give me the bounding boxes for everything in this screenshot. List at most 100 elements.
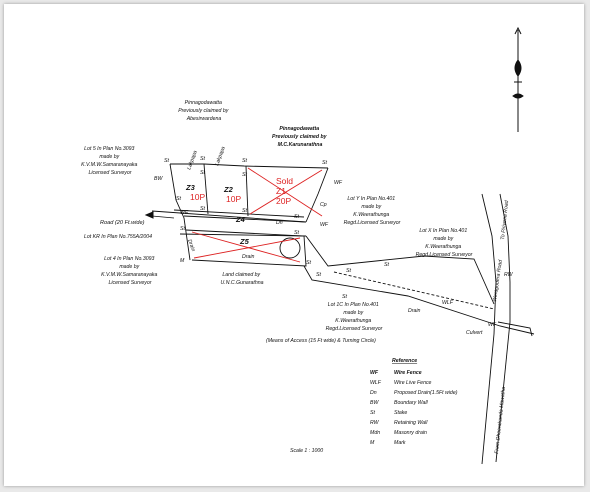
drain-label: Drain [408, 308, 421, 314]
st-mark: St [316, 272, 321, 278]
reference-code: RW [370, 420, 380, 426]
from-dheerakanda-road [481, 333, 495, 465]
wf-mark: WF [180, 210, 189, 216]
reference-code: Dn [370, 390, 377, 396]
survey-plan: Pinnagodawatta Previously claimed by Abe… [81, 26, 535, 465]
st-mark: St [200, 156, 205, 162]
st-mark: St [242, 208, 247, 214]
reference-title: Reference [392, 358, 417, 364]
cp-mark: Cp [320, 202, 327, 208]
lot-cross-marks [191, 167, 323, 263]
lot-z2-area: 10P [226, 194, 241, 204]
z1-cross-b [249, 169, 323, 215]
z5-cross-b [193, 237, 301, 259]
st-mark: St [200, 206, 205, 212]
m-mark: M [180, 258, 185, 264]
wf-mark: WF [488, 322, 497, 328]
st-mark: St [164, 158, 169, 164]
st-mark: St [384, 262, 389, 268]
road-20ft-line-upper [151, 210, 307, 223]
wlf-mark: WLF [442, 300, 454, 306]
reference-code: WLF [370, 380, 382, 386]
access-note: (Means of Access (15 Ft wide) & Turning … [266, 338, 376, 344]
reference-desc: Stake [394, 410, 407, 416]
st-mark: St [242, 172, 247, 178]
lot-z5-label: Z5 [239, 237, 250, 246]
stake-marks: St St St St St St St St St St St St St S… [154, 156, 514, 328]
reference-desc: Wire Live Fence [394, 380, 432, 386]
access-road-south [303, 265, 535, 335]
lotY-note: Lot Y In Plan No.401 made by K.Weerathun… [344, 196, 401, 226]
st-mark: St [306, 260, 311, 266]
lot-z1-area: 20P [276, 196, 291, 206]
to-pirivena-road-label: To Pirivena Road [500, 199, 510, 240]
dn-mark: Dn [276, 220, 283, 226]
wf-mark: WF [320, 222, 329, 228]
access-road-north [305, 235, 495, 305]
lot5-note: Lot 5 In Plan No.3093 made by K.V.M.W.Sa… [81, 146, 139, 176]
culvert-label: Culvert [466, 330, 483, 336]
lot4-note: Lot 4 In Plan No.3093 made by K.V.M.W.Sa… [101, 256, 159, 286]
left-boundary [169, 163, 191, 261]
land-claimed-note: Land claimed by U.N.C.Gunarathna [221, 272, 264, 286]
lakpapa-label: Lakpapa [214, 146, 226, 167]
scale-label: Scale 1 : 1000 [290, 448, 323, 454]
st-mark: St [176, 196, 181, 202]
reference-code: BW [370, 400, 379, 406]
z5-cross-a [191, 231, 301, 263]
st-mark: St [242, 158, 247, 164]
bw-mark: BW [154, 176, 163, 182]
reference-code: M [370, 440, 375, 446]
lot-bottom-line [183, 215, 307, 223]
lotX-note: Lot X In Plan No.401 made by K.Weerathun… [416, 228, 473, 258]
reference-code: St [370, 410, 375, 416]
pinnagodawatta-left-note: Pinnagodawatta Previously claimed by Abe… [178, 100, 230, 122]
pinnagodawatta-right-note: Pinnagodawatta Previously claimed by M.C… [272, 126, 328, 148]
reference-code: WF [370, 370, 379, 376]
culvert-line [497, 321, 533, 337]
lot1C-note: Lot 1C In Plan No.401 made by K.Weerathu… [326, 302, 383, 332]
weragodera-road-label: Weragodera Road [492, 258, 504, 302]
lakpapa-label: Lakpapa [186, 150, 198, 171]
lotKR-note: Lot KR In Plan No.755A/2004 [84, 234, 152, 240]
north-arrow-icon [512, 26, 524, 132]
st-mark: St [322, 160, 327, 166]
road-20ft-arrow-icon [144, 211, 175, 219]
plan-sheet: Pinnagodawatta Previously claimed by Abe… [4, 4, 584, 486]
top-boundary [170, 163, 329, 169]
drain-label: Drain [242, 254, 255, 260]
from-dheerakanda-road-east [495, 321, 511, 463]
st-mark: St [294, 214, 299, 220]
reference-desc: Wire Fence [394, 370, 422, 376]
weragodera-road-east [499, 193, 511, 322]
reference-desc: Retaining Wall [394, 420, 428, 426]
access-road-centre [333, 271, 495, 310]
lot-z1-status: Sold [276, 176, 293, 186]
lot-z2-label: Z2 [223, 185, 234, 194]
rw-mark: RW [504, 272, 514, 278]
wf-mark: WF [334, 180, 343, 186]
st-mark: St [342, 294, 347, 300]
drain-label: Drain [186, 239, 196, 253]
z3-z2-divider [203, 163, 209, 215]
st-mark: St [200, 170, 205, 176]
road-top-line [173, 209, 305, 218]
reference-code: Mdn [370, 430, 380, 436]
z2-z1-divider [245, 165, 249, 217]
lot-z3-label: Z3 [185, 183, 196, 192]
turning-circle [279, 237, 301, 259]
z5-boundary [185, 229, 307, 267]
lot-z3-area: 10P [190, 192, 205, 202]
reference-desc: Proposed Drain(1.5Ft wide) [394, 390, 458, 396]
st-mark: St [294, 230, 299, 236]
lot-z1-label: Z1 [276, 186, 286, 196]
lot-z4-label: Z4 [235, 215, 246, 224]
reference-desc: Mark [394, 440, 406, 446]
from-dheerakanda-label: From Dheerakanda Mawatha [494, 387, 507, 455]
reference-desc: Boundary Wall [394, 400, 428, 406]
road-20ft-label: Road (20 Ft.wide) [100, 220, 145, 226]
reference-list: WF Wire Fence WLF Wire Live Fence Dn Pro… [370, 370, 458, 446]
weragodera-road-west [481, 193, 497, 335]
st-mark: St [346, 268, 351, 274]
z1-right-boundary [305, 167, 329, 223]
